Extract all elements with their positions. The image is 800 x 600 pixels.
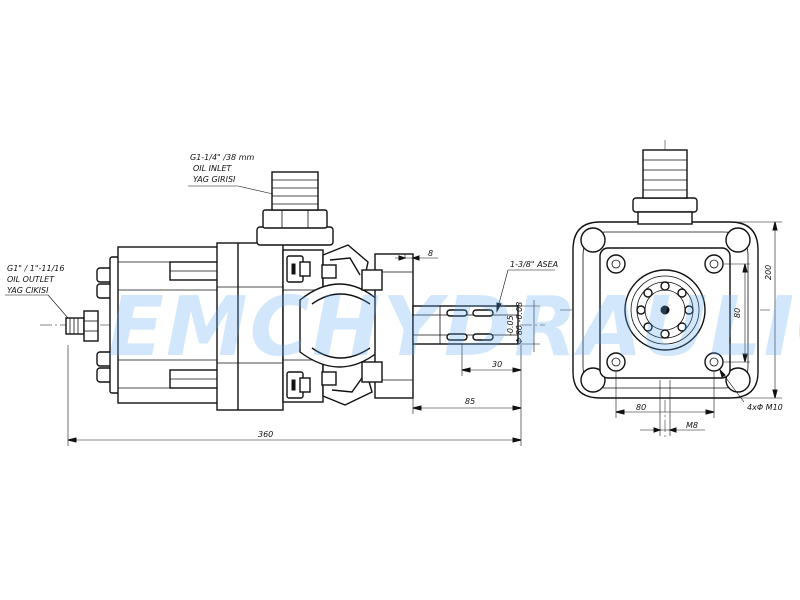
dim-shaft-diameter: -0.05 Φ 80 -0.08 — [506, 300, 540, 352]
dim-height: 200 — [700, 221, 782, 399]
outlet-tr-label: YAG CIKISI — [7, 286, 49, 295]
outlet-fitting — [65, 310, 99, 342]
side-view: 360 85 30 8 — [5, 153, 558, 446]
watermark-text: EMCHYDRAULIC — [108, 280, 800, 375]
dim-80-horizontal-text: 80 — [636, 403, 646, 412]
inlet-leader: G1-1/4" /38 mm OIL INLET YAG GIRISI — [188, 153, 274, 195]
front-inlet — [632, 149, 698, 225]
outlet-leader: G1" / 1"-11/16 OIL OUTLET YAG CIKISI — [5, 264, 69, 319]
dim-30-text: 30 — [492, 360, 502, 369]
inlet-size-label: G1-1/4" /38 mm — [190, 153, 254, 162]
front-view: 200 80 80 M8 — [560, 140, 783, 440]
tolerance-minus-text: -0.05 — [506, 315, 515, 336]
dim-85-text: 85 — [465, 397, 475, 406]
dim-m8-text: M8 — [686, 421, 698, 430]
dim-flange-gap: 8 — [395, 249, 438, 261]
inlet-en-label: OIL INLET — [193, 164, 233, 173]
dim-200-text: 200 — [764, 265, 773, 280]
dim-bolt-horizontal: 80 — [615, 372, 715, 418]
outlet-size-label: G1" / 1"-11/16 — [7, 264, 64, 273]
dim-8-text: 8 — [428, 249, 433, 258]
outlet-en-label: OIL OUTLET — [7, 275, 55, 284]
inlet-tr-label: YAG GIRISI — [193, 175, 236, 184]
shaft-spec-label: 1-3/8" ASEA — [510, 260, 558, 269]
front-bolts — [606, 254, 724, 372]
flange-bolts — [286, 255, 311, 399]
dim-360-text: 360 — [258, 430, 273, 439]
dim-holes-text: 4xΦ M10 — [747, 403, 783, 412]
spline-shaft — [412, 305, 519, 345]
shaft-housing — [361, 253, 414, 399]
bearing-balls — [636, 281, 694, 339]
inlet-fitting — [256, 171, 334, 246]
dim-shaft-length: 85 — [412, 397, 522, 414]
shaft-leader: 1-3/8" ASEA — [496, 260, 558, 313]
dim-spline-length: 30 — [461, 344, 522, 376]
dim-80-vertical-text: 80 — [733, 308, 742, 318]
holes-leader: 4xΦ M10 — [718, 368, 783, 412]
dim-thread: M8 — [640, 380, 705, 436]
rear-housing — [109, 246, 221, 404]
dim-overall-length: 360 — [67, 345, 522, 446]
dim-bolt-vertical: 80 — [724, 263, 750, 363]
tolerance-phi-text: Φ 80 -0.08 — [515, 302, 524, 344]
